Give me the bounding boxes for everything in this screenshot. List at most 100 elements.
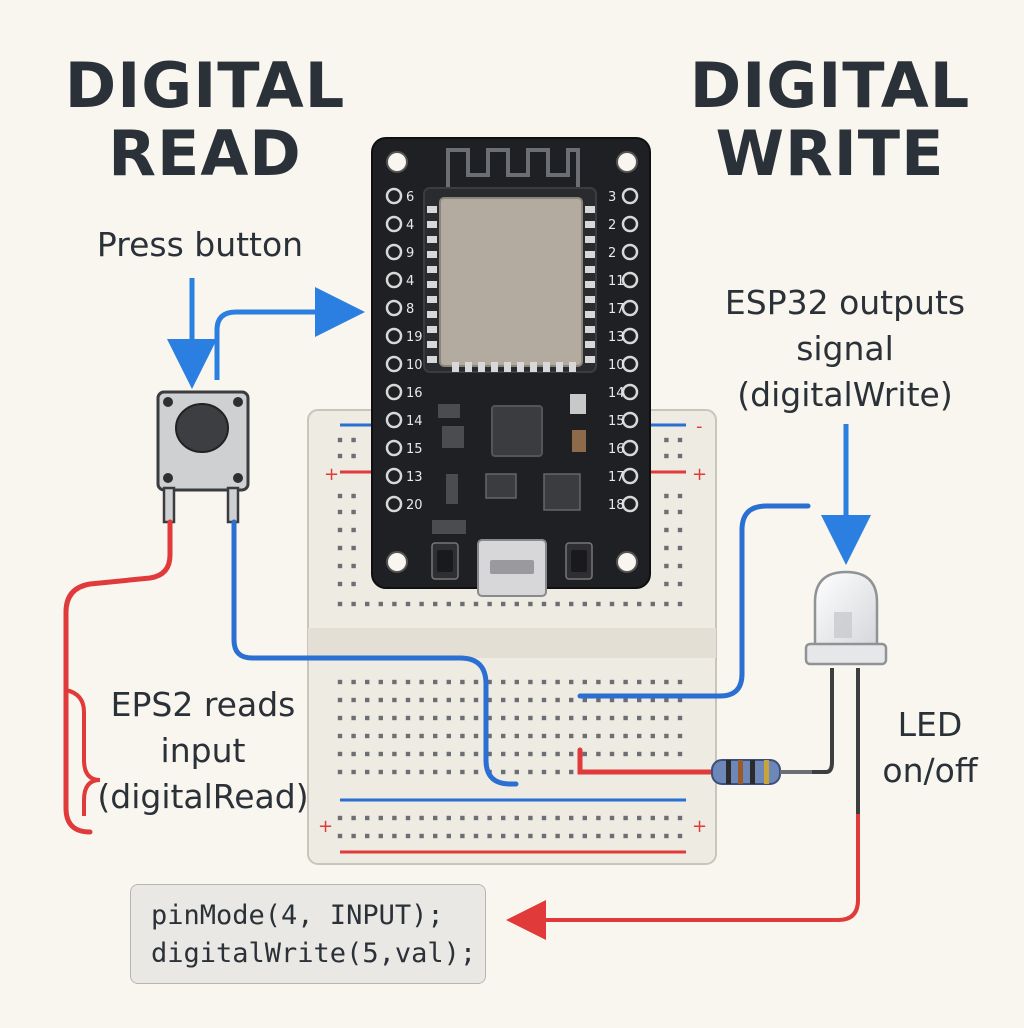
breadboard-hole [664,751,669,757]
breadboard-hole [596,751,601,757]
breadboard-hole [460,833,465,839]
label-led-line2: on/off [882,751,978,790]
breadboard-hole [419,715,424,721]
breadboard-hole [569,815,574,821]
breadboard-hole [365,769,370,775]
breadboard-hole [664,509,669,515]
board-pin-right [621,495,639,513]
breadboard-hole [623,697,628,703]
breadboard-hole [677,437,683,443]
label-eps-line3: (digitalRead) [97,777,309,816]
breadboard-hole [405,601,411,607]
breadboard-hole [677,715,683,721]
mount-hole [616,151,638,173]
breadboard-hole [351,601,356,607]
module-pad [569,362,576,372]
module-pad [427,281,437,288]
boot-button-cap [437,550,453,572]
module-pad [427,341,437,348]
module-pad [585,251,595,258]
brace-accent [65,688,101,816]
board-pin-label-right: 11 [608,274,625,289]
board-pin-label-right: 18 [608,498,625,513]
breadboard-hole [541,733,547,739]
module-pad [427,206,437,213]
breadboard-hole [569,697,574,703]
breadboard-hole [555,751,560,757]
breadboard-hole [392,697,397,703]
breadboard-hole [582,715,587,721]
breadboard-hole [582,601,587,607]
breadboard-hole [378,751,383,757]
board-pin-left [385,299,403,317]
breadboard-hole [392,733,397,739]
mount-hole [616,551,638,573]
breadboard-hole [433,815,438,821]
breadboard-hole [664,545,669,551]
breadboard-hole [623,601,628,607]
module-pad [543,362,550,372]
breadboard-hole [365,679,370,685]
module-pad [452,362,459,372]
button-blue-wire [231,519,519,787]
breadboard-hole [528,601,533,607]
breadboard-hole [555,769,560,775]
module-pad [517,362,524,372]
wifi-module-shield [439,197,583,367]
breadboard-hole [664,715,669,721]
breadboard-hole [555,733,560,739]
breadboard-hole [501,833,506,839]
breadboard-hole [650,715,655,721]
rail-plus-label: + [692,464,707,485]
module-pad [427,311,437,318]
breadboard-hole [664,493,669,499]
breadboard-hole [473,715,479,721]
board-pin-right [621,271,639,289]
breadboard-hole [365,833,370,839]
breadboard-hole [419,769,424,775]
breadboard-hole [596,601,601,607]
board-pin-label-left: 4 [406,218,414,233]
breadboard-hole [351,679,356,685]
breadboard-hole [446,733,451,739]
breadboard-hole [650,733,655,739]
board-pin-left [385,243,403,261]
breadboard-hole [637,815,642,821]
breadboard-hole [501,733,506,739]
breadboard-hole [392,815,397,821]
board-pin-label-left: 14 [406,414,423,429]
breadboard-hole [528,715,533,721]
breadboard-hole [677,453,683,459]
led-blue-wire [577,503,811,699]
breadboard-hole [664,679,669,685]
breadboard-hole [609,679,615,685]
breadboard-hole [473,601,479,607]
breadboard-hole [596,679,601,685]
breadboard-hole [650,679,655,685]
module-pad [427,266,437,273]
breadboard-hole [473,733,479,739]
label-led-onoff: LED on/off [870,702,990,794]
input-to-board-arrow [214,287,365,380]
breadboard-hole [609,601,615,607]
board-pin-left [385,327,403,345]
board-pin-label-left: 4 [406,274,414,289]
breadboard-hole [460,751,465,757]
breadboard-hole [677,679,683,685]
breadboard-hole [433,769,438,775]
title-left-line2: READ [108,117,302,190]
breadboard-hole [460,697,465,703]
module-pad [504,362,511,372]
smd-component [442,426,464,448]
title-right-line2: WRITE [715,117,945,190]
module-pad [585,311,595,318]
smd-component [570,394,586,414]
board-pin-left [385,495,403,513]
breadboard-hole [337,769,343,775]
breadboard-hole [446,833,451,839]
breadboard-hole [501,697,506,703]
breadboard-hole [460,815,465,821]
